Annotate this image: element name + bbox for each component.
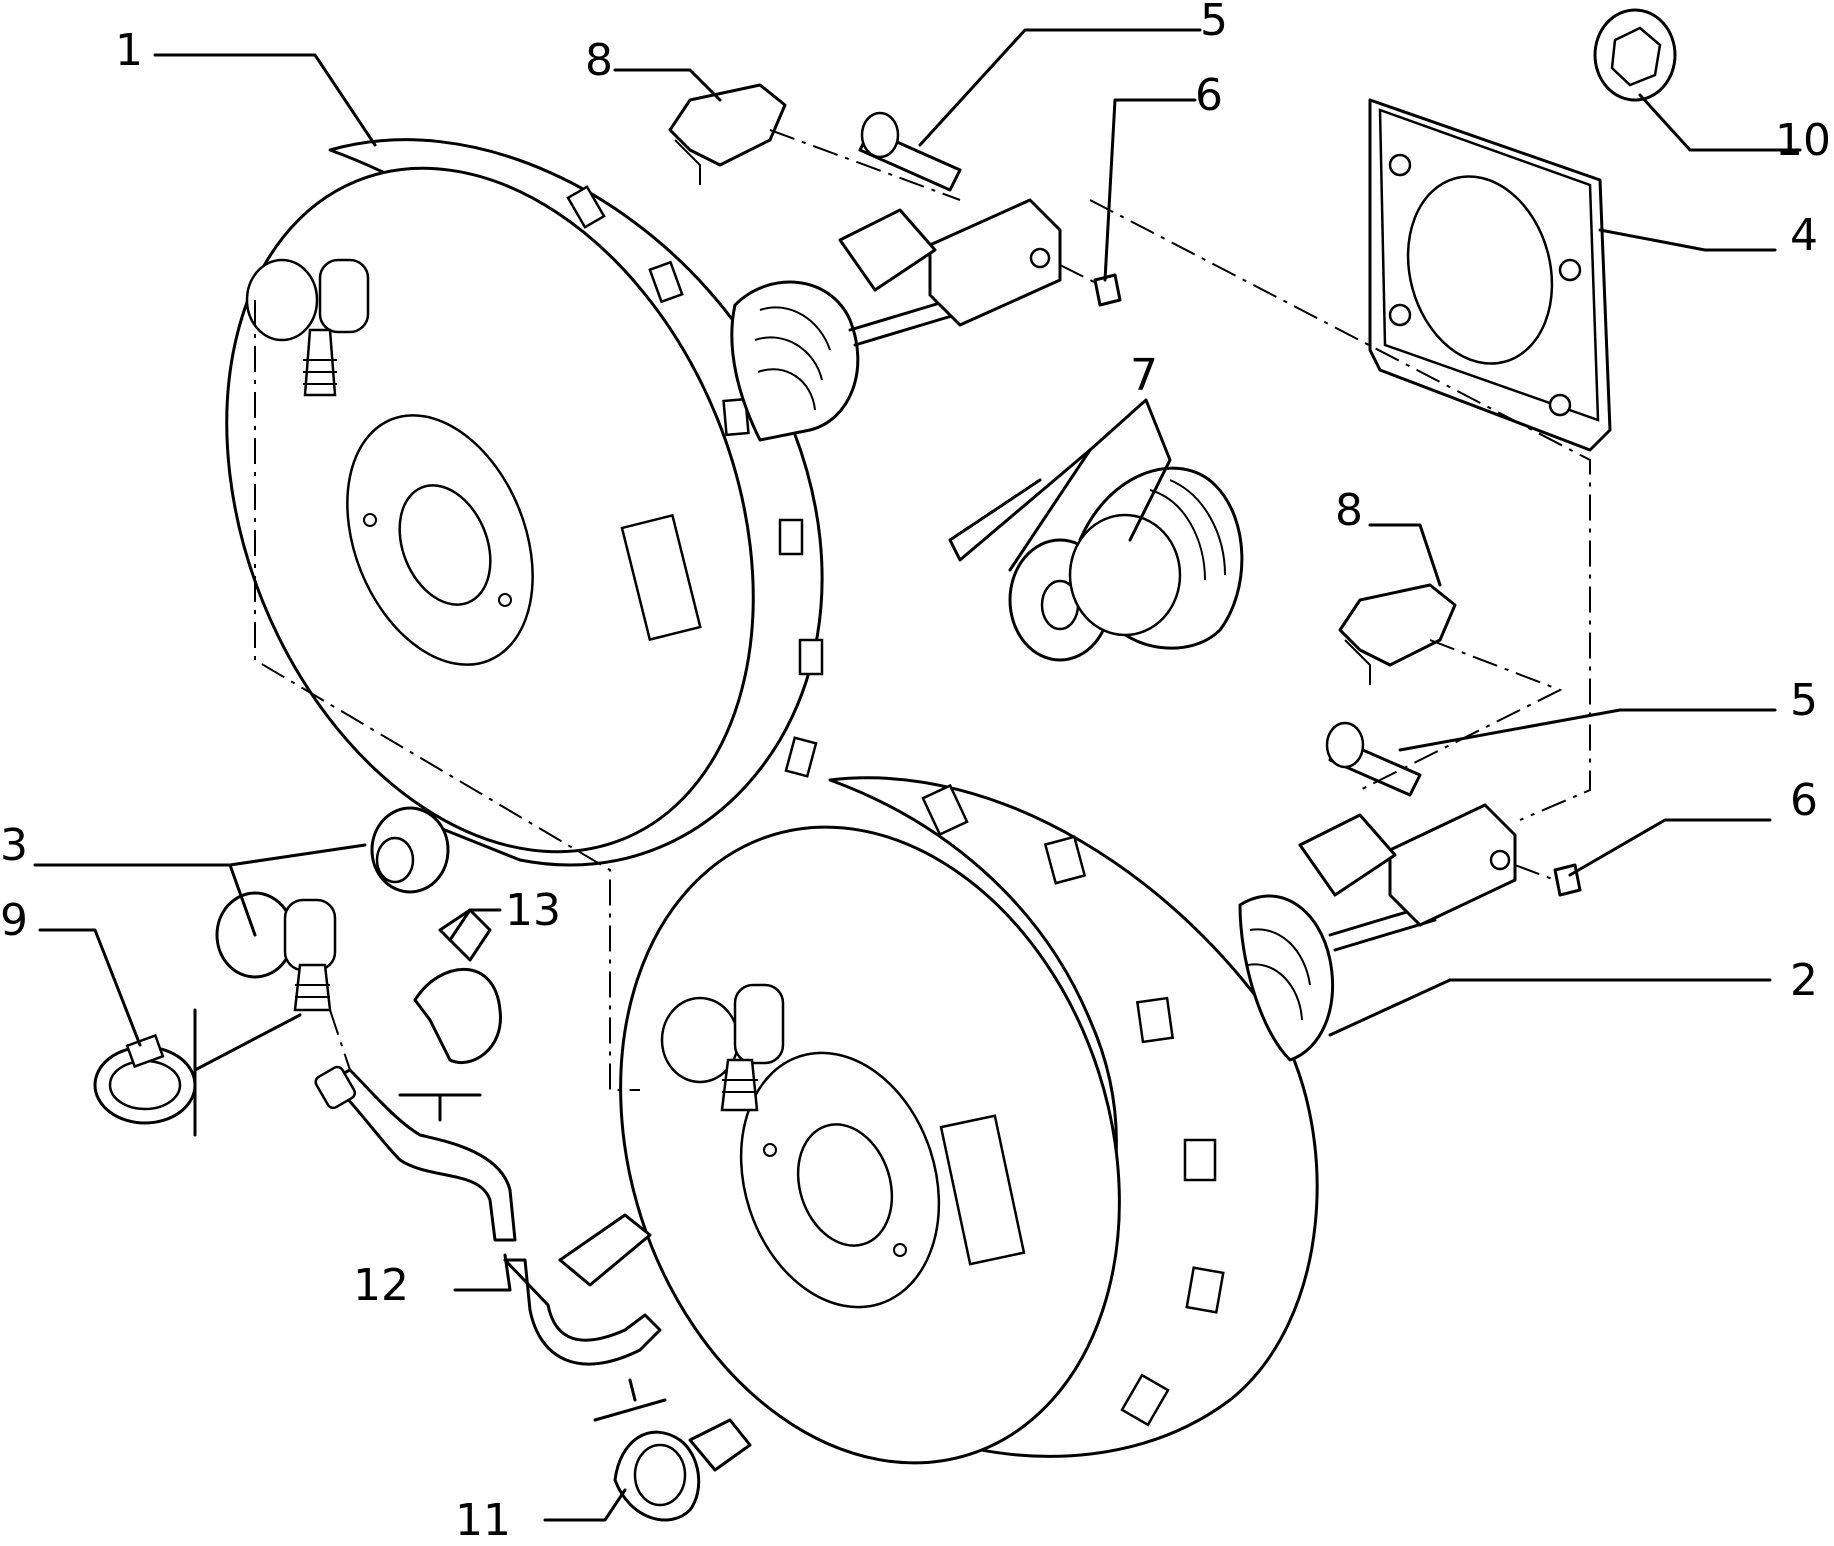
- vacuum-hose: [314, 1065, 662, 1366]
- callout-1: 1: [115, 25, 143, 76]
- hose-clamp: [93, 1033, 197, 1125]
- callout-12: 12: [353, 1260, 409, 1311]
- leader-lines: [33, 28, 1802, 1522]
- callout-9: 9: [0, 895, 28, 946]
- callout-7: 7: [1130, 350, 1158, 401]
- grommet-and-fitting: [215, 806, 450, 1012]
- callout-5-lower: 5: [1790, 675, 1818, 726]
- callout-5-upper: 5: [1200, 0, 1228, 46]
- callout-8-upper: 8: [585, 35, 613, 86]
- gasket-plate: [1368, 98, 1612, 452]
- callout-6-lower: 6: [1790, 775, 1818, 826]
- brake-booster-upper: [225, 83, 1122, 867]
- nut: [1593, 8, 1677, 102]
- callout-4: 4: [1790, 210, 1818, 261]
- callout-2: 2: [1790, 955, 1818, 1006]
- callout-11: 11: [455, 1495, 511, 1546]
- callout-8-lower: 8: [1335, 485, 1363, 536]
- pipe-clip: [613, 1418, 752, 1522]
- callout-6-upper: 6: [1195, 70, 1223, 121]
- hose-clip: [413, 908, 502, 1065]
- callout-3: 3: [0, 820, 28, 871]
- callout-13: 13: [505, 885, 561, 936]
- assembly-lines: [254, 129, 1591, 1091]
- boot-and-seal: [1008, 466, 1244, 662]
- callout-10: 10: [1775, 115, 1831, 166]
- brake-booster-lower: [619, 583, 1582, 1465]
